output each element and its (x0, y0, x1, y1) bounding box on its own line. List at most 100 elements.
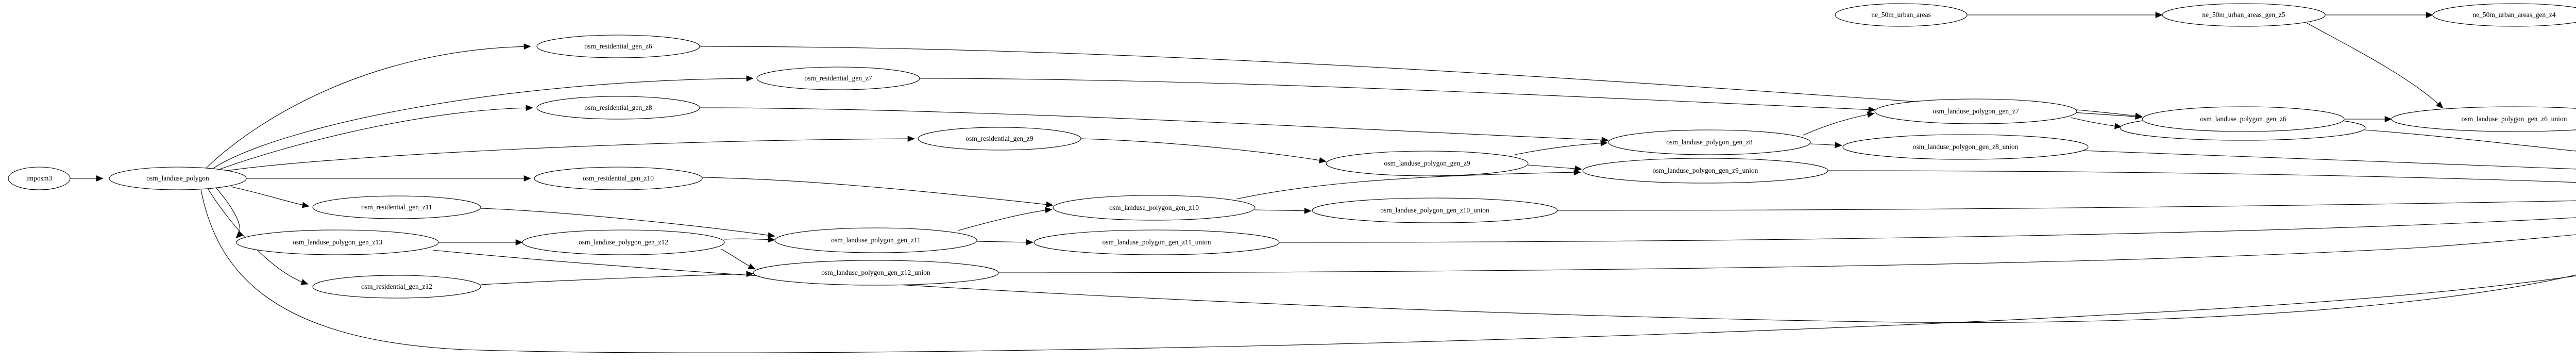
arrow-head-icon (1867, 111, 1875, 118)
node-osm_landuse_polygon_gen_z10[interactable]: osm_landuse_polygon_gen_z10 (1053, 195, 1256, 221)
node-osm_landuse_polygon_gen_z10_union[interactable]: osm_landuse_polygon_gen_z10_union (1312, 198, 1558, 223)
node-osm_landuse_polygon[interactable]: osm_landuse_polygon (109, 167, 247, 190)
arrow-head-icon (526, 105, 533, 111)
edge-osm_landuse_polygon_gen_z7-to-osm_landuse_polygon_gen_z6 (2070, 109, 2143, 117)
node-label-osm_residential_gen_z7: osm_residential_gen_z7 (804, 74, 872, 82)
node-osm_landuse_polygon_gen_z11_union[interactable]: osm_landuse_polygon_gen_z11_union (1033, 229, 1280, 255)
arrow-head-icon (523, 175, 531, 182)
node-osm_residential_gen_z8[interactable]: osm_residential_gen_z8 (536, 96, 700, 120)
arrow-head-icon (2135, 112, 2143, 119)
node-ellipse-osm_landuse_polygon_gen_z9 (1326, 151, 1529, 176)
edge-osm_residential_gen_z10-to-osm_landuse_polygon_gen_z10 (702, 177, 1054, 206)
node-osm_residential_gen_z12[interactable]: osm_residential_gen_z12 (312, 275, 481, 299)
node-label-osm_residential_gen_z12: osm_residential_gen_z12 (361, 283, 432, 290)
node-ne_50m_urban_areas[interactable]: ne_50m_urban_areas (1835, 3, 1968, 27)
arrow-head-icon (300, 279, 309, 285)
node-ellipse-osm_landuse_polygon_gen_z8_union (1842, 134, 2089, 160)
nodes-layer: imposm3 osm_landuse_polygon osm_residentia… (8, 3, 2576, 299)
node-osm_landuse_polygon_gen_z9[interactable]: osm_landuse_polygon_gen_z9 (1326, 151, 1529, 176)
edge-osm_residential_gen_z11-to-osm_landuse_polygon_gen_z11 (480, 208, 775, 237)
arrow-head-icon (1318, 157, 1327, 163)
node-osm_landuse_polygon_gen_z6_union[interactable]: osm_landuse_polygon_gen_z6_union (2391, 106, 2576, 132)
node-ne_50m_urban_areas_gen_z5[interactable]: ne_50m_urban_areas_gen_z5 (2162, 3, 2326, 27)
arrow-head-icon (515, 239, 523, 245)
edge-osm_landuse_polygon-to-osm_residential_gen_z6 (206, 46, 531, 169)
node-label-osm_residential_gen_z9: osm_residential_gen_z9 (965, 135, 1033, 142)
edge-osm_landuse_polygon-to-osm_landuse_polygon_gen_z13 (216, 188, 241, 239)
arrow-head-icon (768, 236, 775, 243)
node-label-imposm3: imposm3 (26, 174, 53, 182)
node-ellipse-osm_residential_gen_z7 (756, 67, 920, 90)
node-label-osm_landuse_polygon_gen_z7: osm_landuse_polygon_gen_z7 (1933, 107, 2019, 115)
node-ellipse-osm_landuse_polygon_gen_z6 (2142, 106, 2345, 132)
node-osm_residential_gen_z10[interactable]: osm_residential_gen_z10 (534, 167, 703, 190)
node-imposm3[interactable]: imposm3 (8, 167, 71, 190)
node-osm_residential_gen_z6[interactable]: osm_residential_gen_z6 (536, 35, 700, 58)
node-ellipse-osm_residential_gen_z10 (534, 167, 703, 190)
node-label-osm_landuse_polygon_gen_z11: osm_landuse_polygon_gen_z11 (831, 236, 920, 244)
edge-osm_landuse_polygon_gen_z7_union-to-layer_z7 (2364, 129, 2576, 152)
node-label-osm_landuse_polygon_gen_z13: osm_landuse_polygon_gen_z13 (293, 238, 382, 246)
arrow-head-icon (96, 175, 104, 182)
node-osm_landuse_polygon_gen_z11[interactable]: osm_landuse_polygon_gen_z11 (774, 227, 977, 253)
edge-osm_landuse_polygon-to-osm_residential_gen_z7 (212, 78, 754, 169)
node-ellipse-osm_landuse_polygon_gen_z6_union (2391, 106, 2576, 132)
node-ellipse-osm_landuse_polygon_gen_z11_union (1033, 229, 1280, 255)
arrow-head-icon (1574, 166, 1582, 172)
node-label-osm_residential_gen_z6: osm_residential_gen_z6 (584, 42, 652, 50)
node-ellipse-osm_residential_gen_z6 (536, 35, 700, 58)
node-osm_landuse_polygon_gen_z13[interactable]: osm_landuse_polygon_gen_z13 (236, 229, 439, 255)
arrow-head-icon (2436, 101, 2444, 109)
node-osm_landuse_polygon_gen_z12[interactable]: osm_landuse_polygon_gen_z12 (522, 229, 725, 255)
node-label-osm_landuse_polygon_gen_z8_union: osm_landuse_polygon_gen_z8_union (1913, 143, 2019, 151)
node-label-osm_landuse_polygon_gen_z10: osm_landuse_polygon_gen_z10 (1109, 204, 1199, 211)
edge-osm_residential_gen_z7-to-osm_landuse_polygon_gen_z7 (919, 78, 1876, 110)
edge-osm_landuse_polygon_gen_z13-to-layer_z13 (432, 250, 2576, 323)
edge-osm_landuse_polygon_gen_z11_union-to-layer_z11 (1279, 217, 2576, 243)
arrow-head-icon (1835, 142, 1842, 149)
edge-osm_landuse_polygon_gen_z11-to-osm_landuse_polygon_gen_z10 (958, 209, 1053, 231)
edge-osm_landuse_polygon-to-osm_residential_gen_z11 (230, 186, 310, 207)
arrow-head-icon (523, 43, 531, 50)
node-osm_residential_gen_z11[interactable]: osm_residential_gen_z11 (312, 195, 481, 219)
arrow-head-icon (1304, 207, 1312, 214)
arrow-head-icon (2155, 12, 2163, 18)
edge-osm_residential_gen_z8-to-osm_landuse_polygon_gen_z8 (699, 107, 1609, 141)
node-label-osm_landuse_polygon_gen_z10_union: osm_landuse_polygon_gen_z10_union (1380, 206, 1489, 214)
node-osm_landuse_polygon_gen_z9_union[interactable]: osm_landuse_polygon_gen_z9_union (1582, 158, 1828, 184)
node-ellipse-osm_landuse_polygon_gen_z9_union (1582, 158, 1828, 184)
node-osm_landuse_polygon_gen_z8[interactable]: osm_landuse_polygon_gen_z8 (1608, 129, 1811, 155)
arrow-head-icon (748, 263, 756, 270)
node-label-osm_landuse_polygon_gen_z12_union: osm_landuse_polygon_gen_z12_union (821, 269, 930, 276)
node-label-osm_landuse_polygon_gen_z9_union: osm_landuse_polygon_gen_z9_union (1653, 167, 1758, 174)
node-ellipse-ne_50m_urban_areas_gen_z5 (2162, 3, 2326, 27)
node-ellipse-osm_landuse_polygon_gen_z7 (1874, 98, 2077, 124)
node-osm_landuse_polygon_gen_z6[interactable]: osm_landuse_polygon_gen_z6 (2142, 106, 2345, 132)
arrow-head-icon (1600, 140, 1608, 146)
edge-osm_landuse_polygon_gen_z9_union-to-layer_z9 (1827, 170, 2576, 183)
node-label-ne_50m_urban_areas: ne_50m_urban_areas (1871, 11, 1930, 19)
node-ellipse-osm_residential_gen_z11 (312, 195, 481, 219)
edge-osm_landuse_polygon-to-layer_z14 (200, 189, 2576, 353)
node-osm_landuse_polygon_gen_z8_union[interactable]: osm_landuse_polygon_gen_z8_union (1842, 134, 2089, 160)
arrow-head-icon (1026, 239, 1033, 245)
node-osm_residential_gen_z9[interactable]: osm_residential_gen_z9 (918, 127, 1081, 151)
node-osm_residential_gen_z7[interactable]: osm_residential_gen_z7 (756, 67, 920, 90)
edge-osm_landuse_polygon_gen_z8_union-to-layer_z8 (2081, 150, 2576, 170)
node-osm_landuse_polygon_gen_z12_union[interactable]: osm_landuse_polygon_gen_z12_union (753, 260, 999, 286)
edge-osm_landuse_polygon-to-osm_residential_gen_z8 (218, 107, 533, 170)
arrow-head-icon (746, 271, 754, 277)
node-ellipse-osm_landuse_polygon_gen_z13 (236, 229, 439, 255)
arrow-head-icon (767, 232, 775, 239)
node-osm_landuse_polygon_gen_z7[interactable]: osm_landuse_polygon_gen_z7 (1874, 98, 2077, 124)
node-ne_50m_urban_areas_gen_z4[interactable]: ne_50m_urban_areas_gen_z4 (2432, 3, 2576, 27)
edge-osm_landuse_polygon_gen_z8-to-osm_landuse_polygon_gen_z7 (1803, 113, 1875, 136)
node-label-osm_landuse_polygon_gen_z6: osm_landuse_polygon_gen_z6 (2200, 115, 2286, 123)
edge-osm_landuse_polygon_gen_z10-to-osm_landuse_polygon_gen_z10_union (1255, 209, 1312, 211)
edge-osm_landuse_polygon_gen_z12_union-to-layer_z12 (998, 234, 2576, 273)
arrow-head-icon (2426, 12, 2433, 18)
arrow-head-icon (907, 136, 915, 142)
edge-osm_landuse_polygon_gen_z7-to-osm_landuse_polygon_gen_z7_union (2071, 117, 2122, 127)
